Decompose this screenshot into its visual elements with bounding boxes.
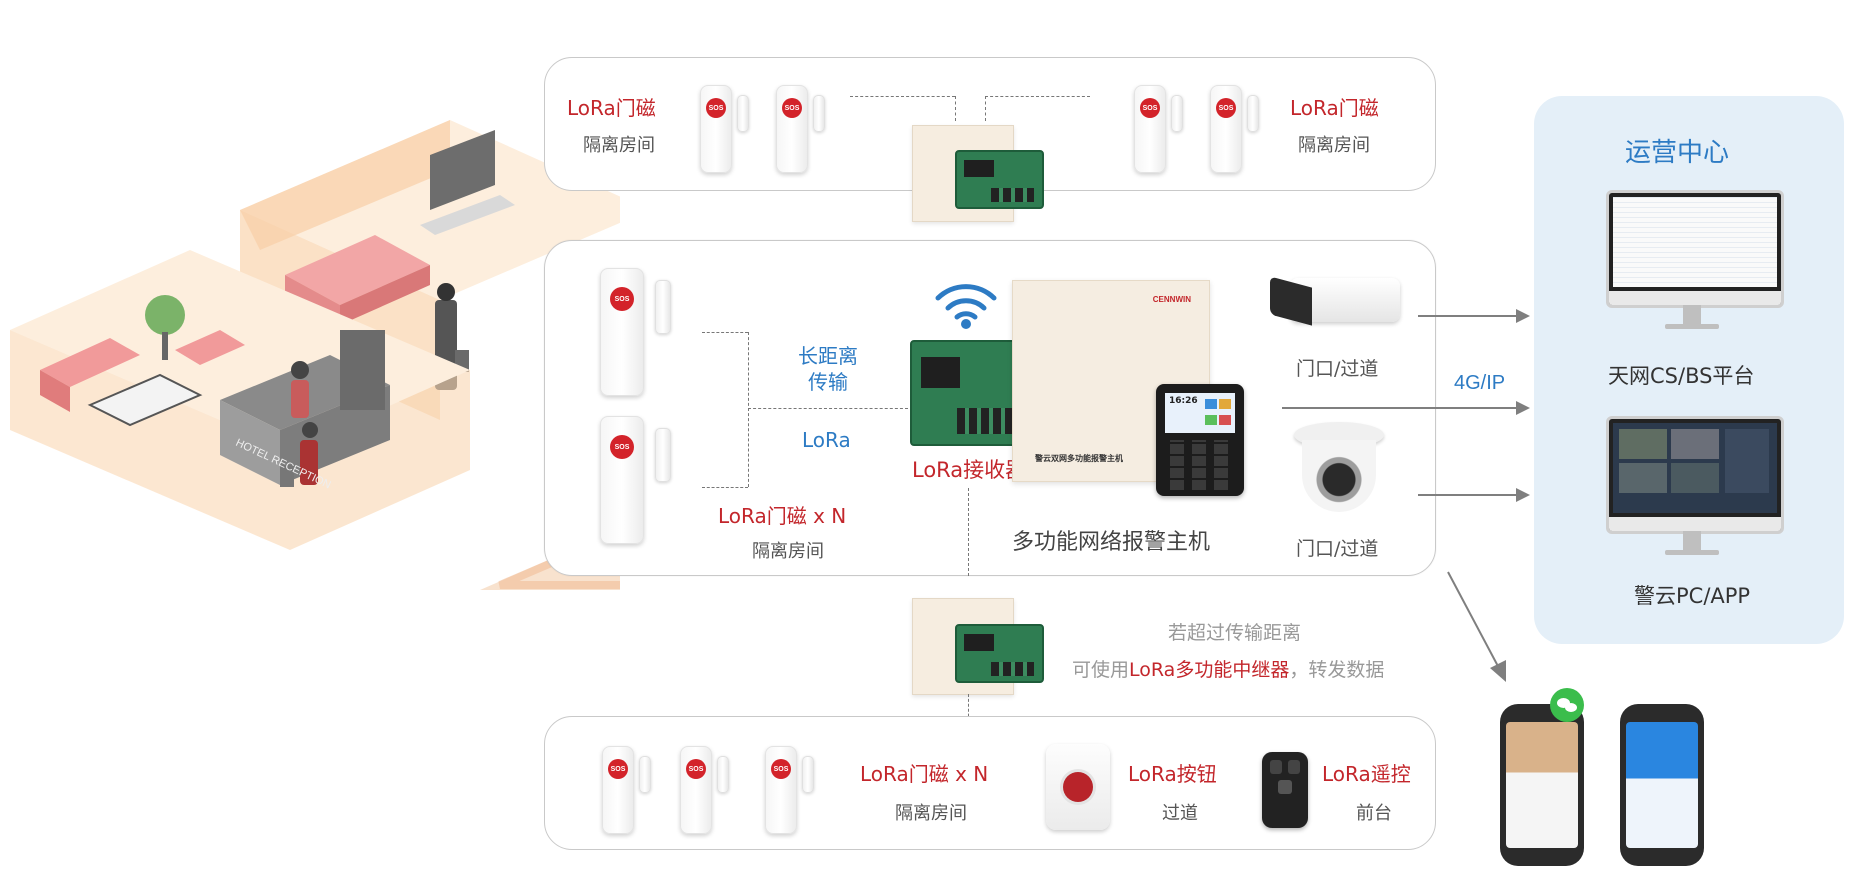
arrow-right xyxy=(1418,309,1530,323)
circuit-board-icon xyxy=(955,150,1044,209)
arrow-diagonal xyxy=(1447,571,1506,682)
connector-line xyxy=(968,488,969,576)
lora-receiver-board xyxy=(910,340,1026,446)
network-label: 4G/IP xyxy=(1454,372,1506,394)
top-right-sensor-subtitle: 隔离房间 xyxy=(1298,135,1370,156)
sos-icon: SOS xyxy=(1140,98,1160,118)
connector-line xyxy=(985,96,1090,97)
sos-icon: SOS xyxy=(1216,98,1236,118)
wifi-icon xyxy=(935,284,997,329)
camera1-label: 门口/过道 xyxy=(1296,358,1379,380)
monitor-base xyxy=(1665,550,1719,555)
monitor-pc-app xyxy=(1606,416,1784,534)
top-left-sensor-subtitle: 隔离房间 xyxy=(583,135,655,156)
dome-camera xyxy=(1294,422,1384,518)
platform1-label: 天网CS/BS平台 xyxy=(1608,364,1755,388)
door-sensor: SOS xyxy=(700,85,732,173)
bottom-door-sensor-title: LoRa门磁 x N xyxy=(860,762,989,786)
lock-icon xyxy=(1278,780,1292,794)
door-sensor-magnet xyxy=(655,280,671,334)
top-right-sensor-title: LoRa门磁 xyxy=(1290,96,1379,120)
camera2-label: 门口/过道 xyxy=(1296,538,1379,560)
door-sensor: SOS xyxy=(1134,85,1166,173)
sos-icon: SOS xyxy=(608,759,628,779)
transmission-label: 传输 xyxy=(808,370,848,394)
red-button-icon xyxy=(1063,772,1093,802)
repeater-note-prefix: 可使用 xyxy=(1072,659,1130,681)
sos-icon: SOS xyxy=(610,435,634,459)
panic-button-device xyxy=(1046,744,1110,830)
monitor-stand xyxy=(1683,305,1701,325)
connector-line xyxy=(702,332,748,333)
door-sensor-magnet xyxy=(813,95,825,132)
lora-remote-title: LoRa遥控 xyxy=(1322,762,1411,786)
lora-button-subtitle: 过道 xyxy=(1162,803,1198,824)
keypad-device: 16:26 xyxy=(1156,384,1244,496)
door-sensor-magnet xyxy=(737,95,749,132)
lora-remote-subtitle: 前台 xyxy=(1356,803,1392,824)
door-sensor-magnet xyxy=(1171,95,1183,132)
long-distance-label: 长距离 xyxy=(798,344,858,368)
keypad-screen: 16:26 xyxy=(1165,393,1235,433)
sos-icon: SOS xyxy=(686,759,706,779)
monitor-base xyxy=(1665,324,1719,329)
door-sensor: SOS xyxy=(680,746,712,834)
door-sensor: SOS xyxy=(1210,85,1242,173)
sos-icon: SOS xyxy=(610,287,634,311)
door-sensor-magnet xyxy=(717,756,729,793)
host-panel-title: 警云双网多功能报警主机 xyxy=(1035,454,1123,463)
door-sensor-magnet xyxy=(1247,95,1259,132)
sos-icon: SOS xyxy=(771,759,791,779)
repeater-note-suffix: ，转发数据 xyxy=(1289,659,1385,681)
repeater-note-highlight: LoRa多功能中继器 xyxy=(1129,659,1290,681)
hotel-scene-illustration: HOTEL RECEPTION xyxy=(10,120,620,590)
monitor-cs-bs xyxy=(1606,190,1784,308)
door-sensor-n-subtitle: 隔离房间 xyxy=(752,541,824,562)
bullet-camera xyxy=(1270,272,1400,338)
door-sensor: SOS xyxy=(602,746,634,834)
door-sensor-large: SOS xyxy=(600,268,644,396)
connector-line xyxy=(850,96,955,97)
bottom-door-sensor-subtitle: 隔离房间 xyxy=(895,803,967,824)
lora-receiver-label: LoRa接收器 xyxy=(912,458,1027,482)
connector-line xyxy=(748,332,749,487)
wechat-icon xyxy=(1550,688,1584,722)
arrow-right xyxy=(1282,401,1530,415)
door-sensor-magnet xyxy=(655,428,671,482)
phone-app xyxy=(1620,704,1704,866)
door-sensor: SOS xyxy=(765,746,797,834)
door-sensor-magnet xyxy=(639,756,651,793)
connector-line xyxy=(702,487,748,488)
ops-center-title: 运营中心 xyxy=(1625,138,1730,168)
brand-logo: CENNWIN xyxy=(1152,295,1191,304)
circuit-board-icon xyxy=(955,624,1044,683)
keypad-time: 16:26 xyxy=(1169,396,1198,406)
remote-control-device xyxy=(1262,752,1308,828)
connector-line xyxy=(748,408,908,409)
phone-wechat xyxy=(1500,704,1584,866)
connector-line xyxy=(955,96,956,121)
top-left-sensor-title: LoRa门磁 xyxy=(567,96,656,120)
monitor-stand xyxy=(1683,531,1701,551)
repeater-note-line1: 若超过传输距离 xyxy=(1168,622,1302,644)
sos-icon: SOS xyxy=(782,98,802,118)
door-sensor-magnet xyxy=(802,756,814,793)
platform2-label: 警云PC/APP xyxy=(1634,584,1751,608)
keypad-buttons xyxy=(1170,440,1230,490)
door-sensor: SOS xyxy=(776,85,808,173)
lora-label: LoRa xyxy=(802,428,851,452)
alarm-host-label: 多功能网络报警主机 xyxy=(1012,530,1211,555)
door-sensor-n-title: LoRa门磁 x N xyxy=(718,504,847,528)
repeater-note-line2: 可使用LoRa多功能中继器，转发数据 xyxy=(1072,655,1384,682)
sos-icon: SOS xyxy=(706,98,726,118)
door-sensor-large: SOS xyxy=(600,416,644,544)
arrow-right xyxy=(1418,488,1530,502)
connector-line xyxy=(985,96,986,121)
lora-button-title: LoRa按钮 xyxy=(1128,762,1217,786)
